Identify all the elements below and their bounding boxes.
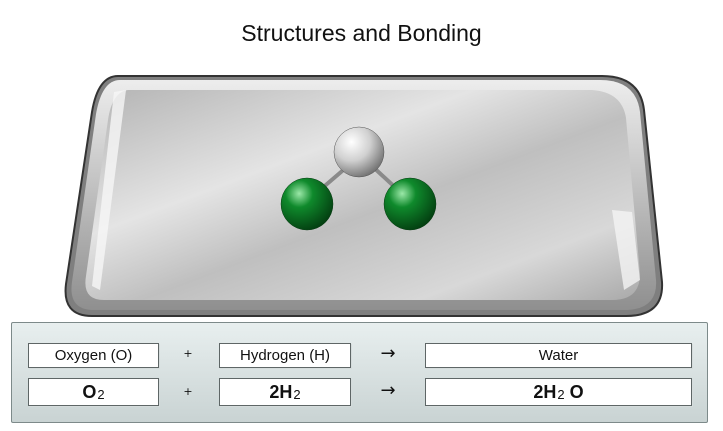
hydrogen-formula-box: 2H2: [219, 378, 351, 406]
water-name-box: Water: [425, 343, 692, 368]
hydrogen-name-box: Hydrogen (H): [219, 343, 351, 368]
formula-main: 2H: [533, 382, 557, 402]
formula-main: O: [82, 382, 97, 402]
tray: [64, 75, 664, 317]
oxygen-atom: [333, 126, 385, 178]
equation-panel: Oxygen (O) + Hydrogen (H) → Water O2 + 2…: [11, 322, 708, 423]
tray-scene: [64, 75, 664, 317]
formula-tail: O: [564, 382, 584, 402]
plus-symbol: +: [183, 385, 193, 398]
page-title: Structures and Bonding: [241, 20, 482, 46]
water-molecule: [280, 126, 437, 231]
oxygen-name-box: Oxygen (O): [28, 343, 159, 368]
hydrogen-atom-right: [383, 177, 437, 231]
oxygen-formula-box: O2: [28, 378, 159, 406]
plus-symbol: +: [183, 347, 193, 360]
formula-main: 2H: [269, 382, 293, 402]
formula-subscript: 2: [293, 387, 301, 402]
formula-subscript: 2: [97, 387, 105, 402]
arrow-symbol: →: [380, 380, 396, 401]
formula-subscript: 2: [557, 387, 565, 402]
arrow-symbol: →: [380, 343, 396, 364]
hydrogen-atom-left: [280, 177, 334, 231]
water-formula-box: 2H2 O: [425, 378, 692, 406]
